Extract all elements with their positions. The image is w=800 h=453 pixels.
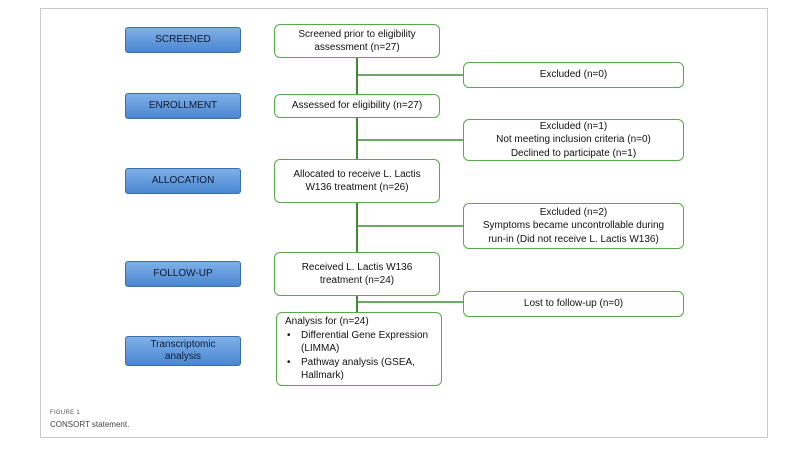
box-lost: Lost to follow-up (n=0)	[463, 291, 684, 317]
lost-text: Lost to follow-up (n=0)	[523, 298, 624, 310]
box-assessed: Assessed for eligibility (n=27)	[274, 94, 440, 118]
allocated-line-2: W136 treatment (n=26)	[305, 182, 409, 193]
excluded-1-text: Excluded (n=0)	[539, 69, 608, 81]
excluded-3-title: Excluded (n=2)	[539, 206, 608, 218]
received-line-1: Received L. Lactis W136	[301, 261, 413, 273]
stage-allocation: ALLOCATION	[125, 168, 241, 194]
excluded-3-reason-1: Symptoms became uncontrollable during	[482, 220, 665, 232]
analysis-title: Analysis for (n=24)	[285, 316, 369, 327]
excluded-3-reason-2: run-in (Did not receive L. Lactis W136)	[488, 233, 659, 245]
screened-line-1: Screened prior to eligibility	[298, 28, 416, 40]
box-received: Received L. Lactis W136 treatment (n=24)	[274, 252, 440, 296]
box-analysis: Analysis for (n=24) Differential Gene Ex…	[276, 312, 442, 386]
stage-transcriptomic: Transcriptomic analysis	[125, 336, 241, 366]
screened-line-2: assessment (n=27)	[314, 42, 400, 53]
figure-label: FIGURE 1	[50, 410, 81, 416]
box-screened: Screened prior to eligibility assessment…	[274, 24, 440, 58]
excluded-2-title: Excluded (n=1)	[539, 120, 608, 132]
stage-enrollment: ENROLLMENT	[125, 93, 241, 119]
allocated-line-1: Allocated to receive L. Lactis	[293, 168, 421, 180]
stage-followup: FOLLOW-UP	[125, 261, 241, 287]
received-line-2: treatment (n=24)	[319, 275, 395, 286]
analysis-item-pathway: Pathway analysis (GSEA, Hallmark)	[287, 356, 433, 383]
box-excluded-2: Excluded (n=1) Not meeting inclusion cri…	[463, 119, 684, 161]
figure-caption: CONSORT statement.	[50, 420, 130, 429]
analysis-item-dge: Differential Gene Expression (LIMMA)	[287, 329, 433, 356]
excluded-2-reason-1: Not meeting inclusion criteria (n=0)	[496, 134, 651, 146]
assessed-text: Assessed for eligibility (n=27)	[291, 100, 423, 112]
box-allocated: Allocated to receive L. Lactis W136 trea…	[274, 159, 440, 203]
box-excluded-3: Excluded (n=2) Symptoms became uncontrol…	[463, 203, 684, 249]
excluded-2-reason-2: Declined to participate (n=1)	[510, 147, 637, 159]
box-excluded-1: Excluded (n=0)	[463, 62, 684, 88]
figure-frame	[40, 8, 768, 438]
stage-screened: SCREENED	[125, 27, 241, 53]
analysis-list: Differential Gene Expression (LIMMA) Pat…	[285, 329, 433, 383]
